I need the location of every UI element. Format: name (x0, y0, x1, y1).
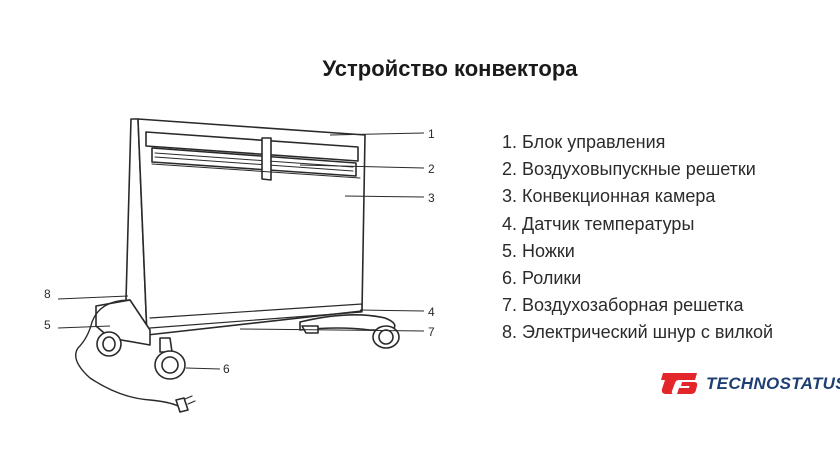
legend-item: 5. Ножки (502, 240, 575, 261)
legend-item: 4. Датчик температуры (502, 213, 695, 234)
callout-2: 2 (428, 162, 435, 176)
control-block (145, 131, 359, 162)
callout-3: 3 (428, 191, 435, 205)
right-foot (299, 314, 396, 331)
technostatus-logo: TECHNOSTATUS (660, 371, 840, 397)
callout-1: 1 (428, 127, 435, 141)
convector-diagram: 1 2 3 4 7 8 5 6 (44, 118, 435, 413)
legend-item: 6. Ролики (502, 268, 582, 289)
diagram-title: Устройство конвектора (322, 56, 578, 81)
legend-item: 2. Воздуховыпускные решетки (502, 159, 756, 180)
front-wheel (154, 350, 186, 380)
outlet-grille (151, 147, 357, 177)
legend-item: 8. Электрический шнур с вилкой (502, 322, 774, 343)
temperature-sensor (261, 137, 272, 181)
plug (175, 397, 189, 413)
left-wheel (96, 331, 122, 357)
callout-5: 5 (44, 318, 51, 332)
callout-6: 6 (223, 362, 230, 376)
ts-logo-mark-icon (661, 373, 698, 394)
intake-grille (149, 303, 363, 329)
callout-4: 4 (428, 305, 435, 319)
power-cord (75, 299, 179, 407)
callout-8: 8 (44, 287, 51, 301)
parts-legend: 1. Блок управления 2. Воздуховыпускные р… (502, 129, 773, 347)
legend-item: 7. Воздухозаборная решетка (502, 295, 744, 316)
legend-item: 3. Конвекционная камера (502, 186, 716, 207)
right-wheel (372, 325, 400, 349)
legend-item: 1. Блок управления (502, 132, 666, 152)
logo-text: TECHNOSTATUS (706, 374, 840, 393)
callout-7: 7 (428, 325, 435, 339)
